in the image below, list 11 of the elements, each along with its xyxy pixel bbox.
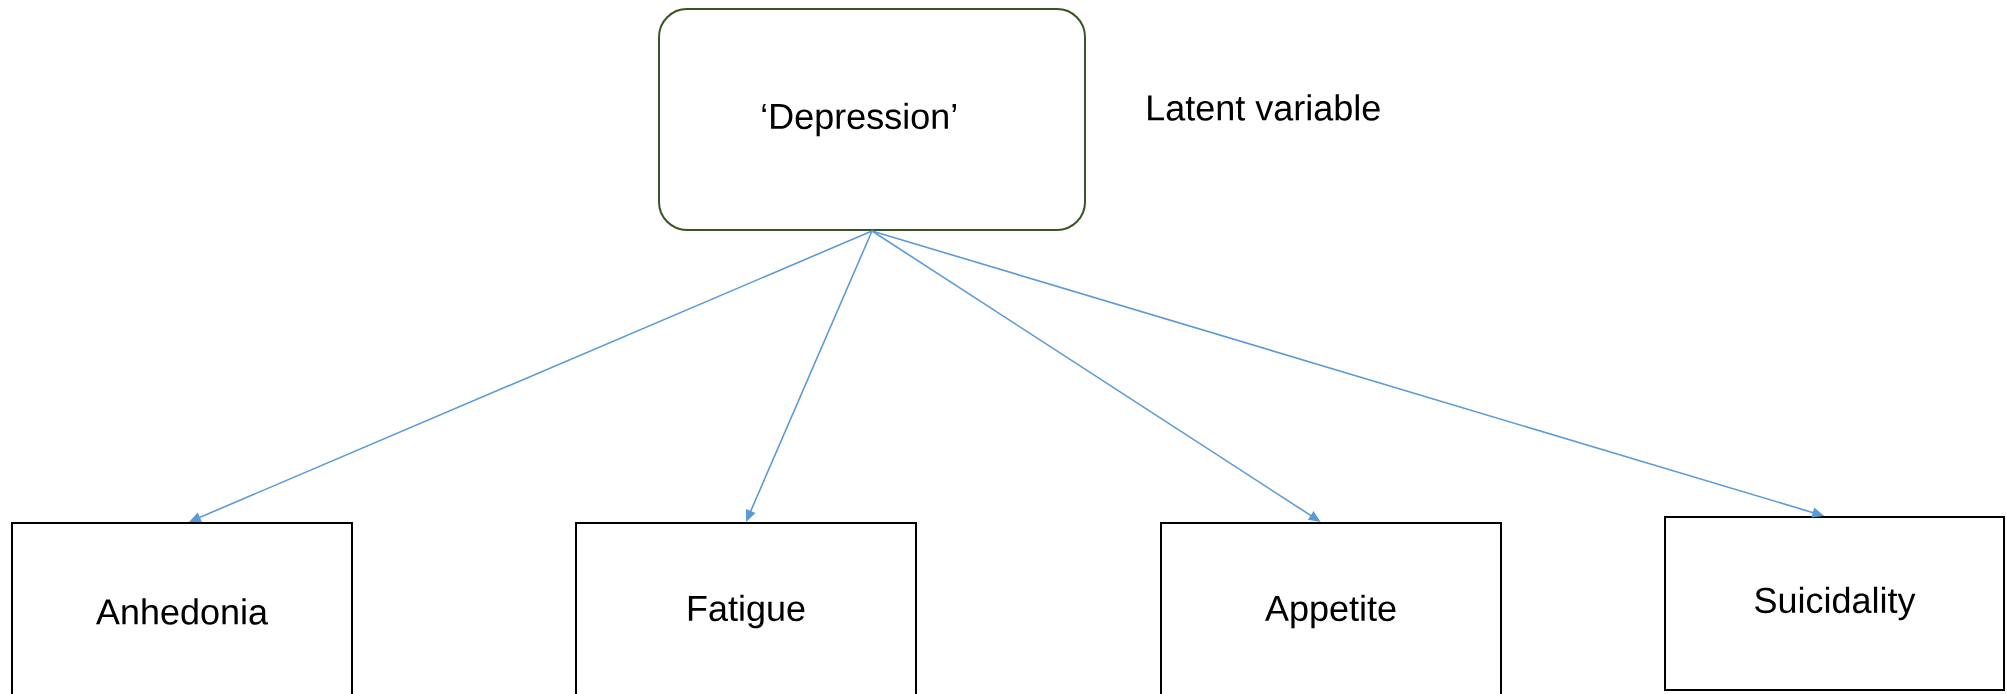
box-label: Suicidality <box>1755 586 1916 621</box>
indicator-box <box>1664 516 2005 691</box>
side-label: Latent variable <box>1148 94 1380 121</box>
box-label: Appetite <box>1265 594 1396 629</box>
box-label: ‘Depression’ <box>762 102 956 137</box>
indicator-box <box>1160 522 1502 694</box>
indicator-box <box>11 522 353 694</box>
indicator-box <box>575 522 917 694</box>
box-label: Anhedonia <box>96 598 269 625</box>
latent-variable-box <box>658 8 1086 231</box>
box-label: Fatigue <box>688 594 805 629</box>
